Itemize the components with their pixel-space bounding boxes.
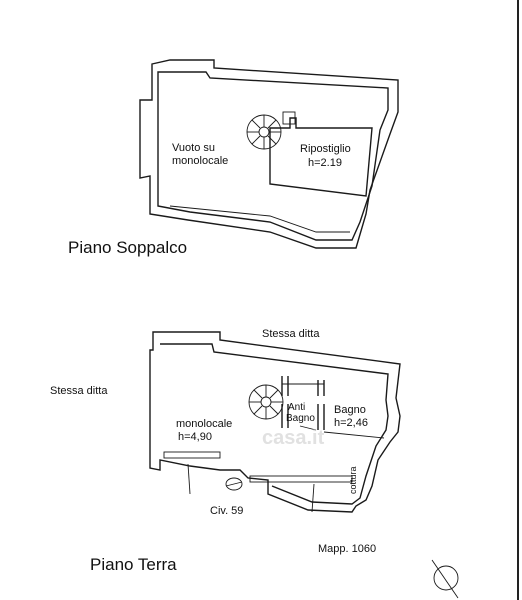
civic-number: Civ. 59 bbox=[210, 505, 243, 517]
room-label-storage: Ripostiglio bbox=[300, 143, 351, 155]
watermark: casa.it bbox=[262, 427, 325, 449]
spiral-stair-icon bbox=[248, 384, 284, 420]
neighbor-label-top: Stessa ditta bbox=[262, 328, 320, 340]
room-height-storage: h=2.19 bbox=[308, 157, 342, 169]
upper-floor-title: Piano Soppalco bbox=[68, 238, 187, 257]
room-label-studio: monolocale bbox=[176, 418, 232, 430]
cadastral-map-ref: Mapp. 1060 bbox=[318, 543, 376, 555]
upper-floor-plan: Vuoto su monolocale Ripostiglio h=2.19 bbox=[139, 59, 399, 249]
ground-floor-plan: monolocale h=4,90 Anti Bagno Bagno h=2,4… bbox=[149, 331, 401, 513]
room-height-studio: h=4,90 bbox=[178, 431, 212, 443]
room-label-void-line2: monolocale bbox=[172, 155, 228, 167]
compass-icon bbox=[431, 559, 459, 599]
room-height-bath: h=2,46 bbox=[334, 417, 368, 429]
room-label-kitchenette: cottura bbox=[348, 466, 358, 494]
room-label-antibath: Anti bbox=[288, 402, 305, 413]
spiral-stair-icon bbox=[246, 114, 282, 150]
ground-floor-title: Piano Terra bbox=[90, 555, 177, 574]
room-label-void: Vuoto su bbox=[172, 142, 215, 154]
room-label-antibath-line2: Bagno bbox=[286, 413, 315, 424]
room-label-bath: Bagno bbox=[334, 404, 366, 416]
neighbor-label-left: Stessa ditta bbox=[50, 385, 108, 397]
